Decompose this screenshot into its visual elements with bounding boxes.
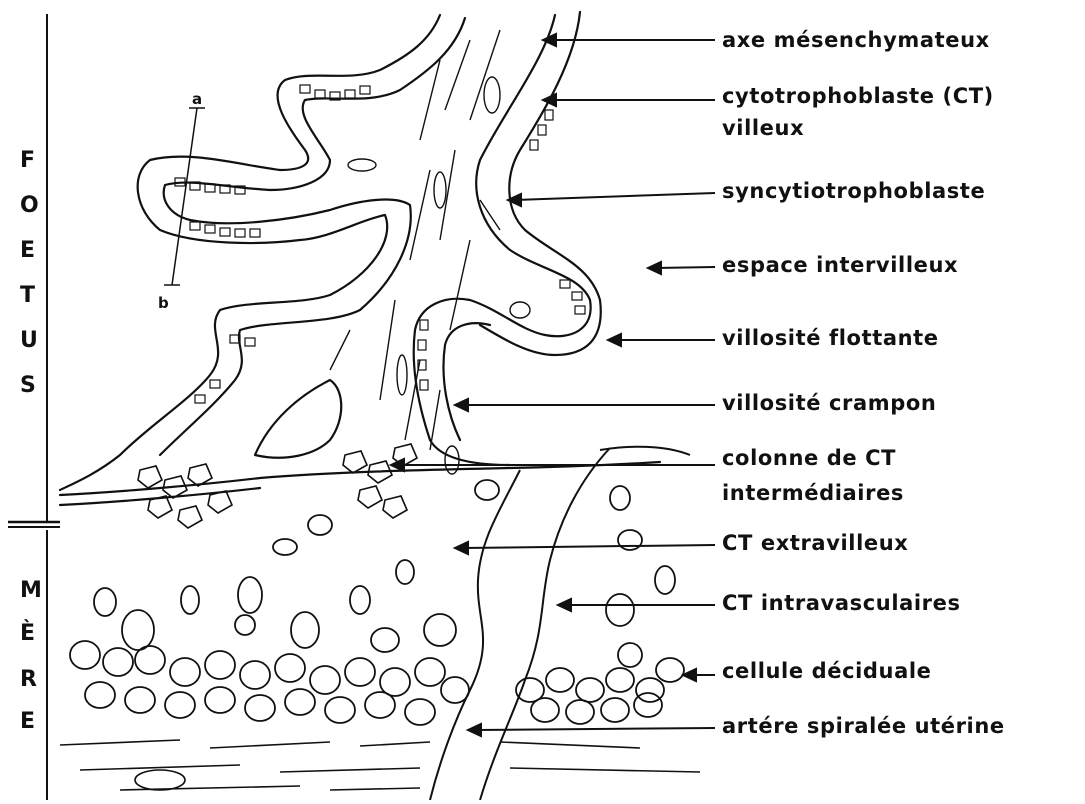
foetus-letter-3: E <box>20 238 35 263</box>
label-ct-intravasculaires: CT intravasculaires <box>722 591 961 615</box>
foetus-mere-divider <box>8 522 60 527</box>
label-artere-spiralee-uterine: artére spiralée utérine <box>722 714 1005 738</box>
mere-letter-1: M <box>20 578 42 603</box>
label-espace-intervilleux: espace intervilleux <box>722 253 958 277</box>
label-villeux: villeux <box>722 116 804 140</box>
foetus-letter-1: F <box>20 148 35 173</box>
label-villosite-crampon: villosité crampon <box>722 391 936 415</box>
mere-letter-3: R <box>20 667 37 692</box>
label-cytotrophoblaste: cytotrophoblaste (CT) <box>722 84 994 108</box>
foetus-letter-4: T <box>20 283 35 308</box>
mere-letter-4: E <box>20 709 35 734</box>
basal-strata <box>60 740 700 790</box>
label-ct-extravilleux: CT extravilleux <box>722 531 908 555</box>
label-villosite-flottante: villosité flottante <box>722 326 939 350</box>
pointer-arrows <box>391 34 715 736</box>
section-marker-a: a <box>192 90 202 108</box>
foetus-letter-2: O <box>20 193 39 218</box>
mere-letter-2: È <box>20 620 35 646</box>
section-line-ab <box>164 108 205 285</box>
decidual-cells <box>70 480 684 725</box>
label-syncytiotrophoblaste: syncytiotrophoblaste <box>722 179 985 203</box>
label-intermediaires: intermédiaires <box>722 481 904 505</box>
label-colonne-de-ct: colonne de CT <box>722 446 896 470</box>
foetus-letter-6: S <box>20 373 36 398</box>
section-marker-b: b <box>158 294 169 312</box>
mesenchymal-strands <box>330 30 530 474</box>
label-axe-mesenchymateux: axe mésenchymateux <box>722 28 990 52</box>
spiral-artery <box>430 447 690 800</box>
foetus-letter-5: U <box>20 328 38 353</box>
label-cellule-deciduale: cellule déciduale <box>722 659 932 683</box>
trophoblast-cells <box>175 85 585 403</box>
